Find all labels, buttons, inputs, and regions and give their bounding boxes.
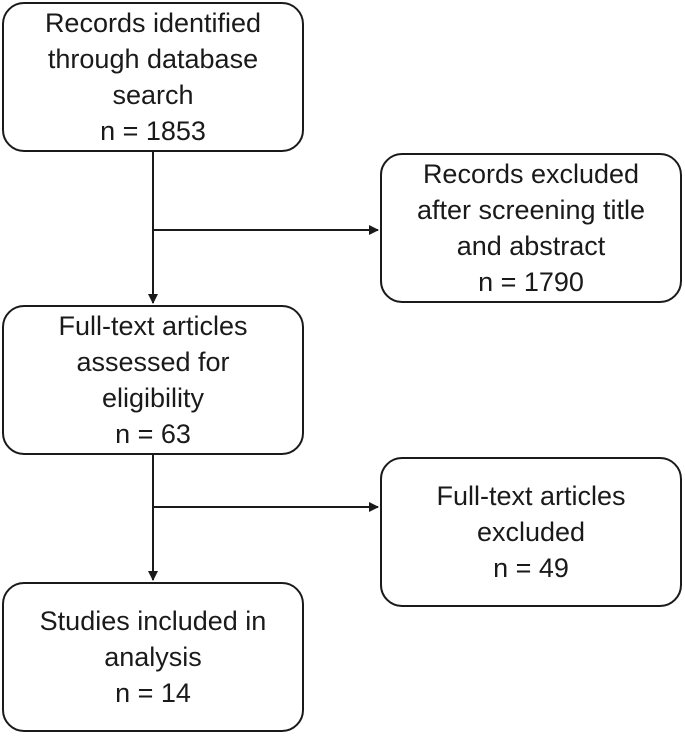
fulltext-excluded-box: Full-text articles excluded n = 49 <box>380 457 682 607</box>
fulltext-assessed-box: Full-text articles assessed for eligibil… <box>2 305 304 455</box>
box-line: Records excluded <box>422 159 640 189</box>
box-line: eligibility <box>101 383 205 413</box>
box-count: n = 63 <box>115 419 191 449</box>
box-line: excluded <box>476 517 586 547</box>
studies-included-box: Studies included in analysis n = 14 <box>2 582 304 732</box>
box-line: Records identified <box>44 8 262 38</box>
box-line: after screening title <box>416 195 646 225</box>
box-line: through database <box>47 44 259 74</box>
box-count: n = 14 <box>115 678 191 708</box>
box-line: and abstract <box>456 231 606 261</box>
box-count: n = 1790 <box>478 267 584 297</box>
box-line: Full-text articles <box>58 311 248 341</box>
records-excluded-screening-box: Records excluded after screening title a… <box>380 153 682 303</box>
box-line: assessed for <box>76 347 230 377</box>
box-count: n = 1853 <box>100 116 206 146</box>
records-identified-box: Records identified through database sear… <box>2 2 304 152</box>
box-line: Studies included in <box>39 606 267 636</box>
box-line: Full-text articles <box>436 481 626 511</box>
box-line: analysis <box>104 642 202 672</box>
box-line: search <box>112 80 194 110</box>
box-count: n = 49 <box>493 553 569 583</box>
